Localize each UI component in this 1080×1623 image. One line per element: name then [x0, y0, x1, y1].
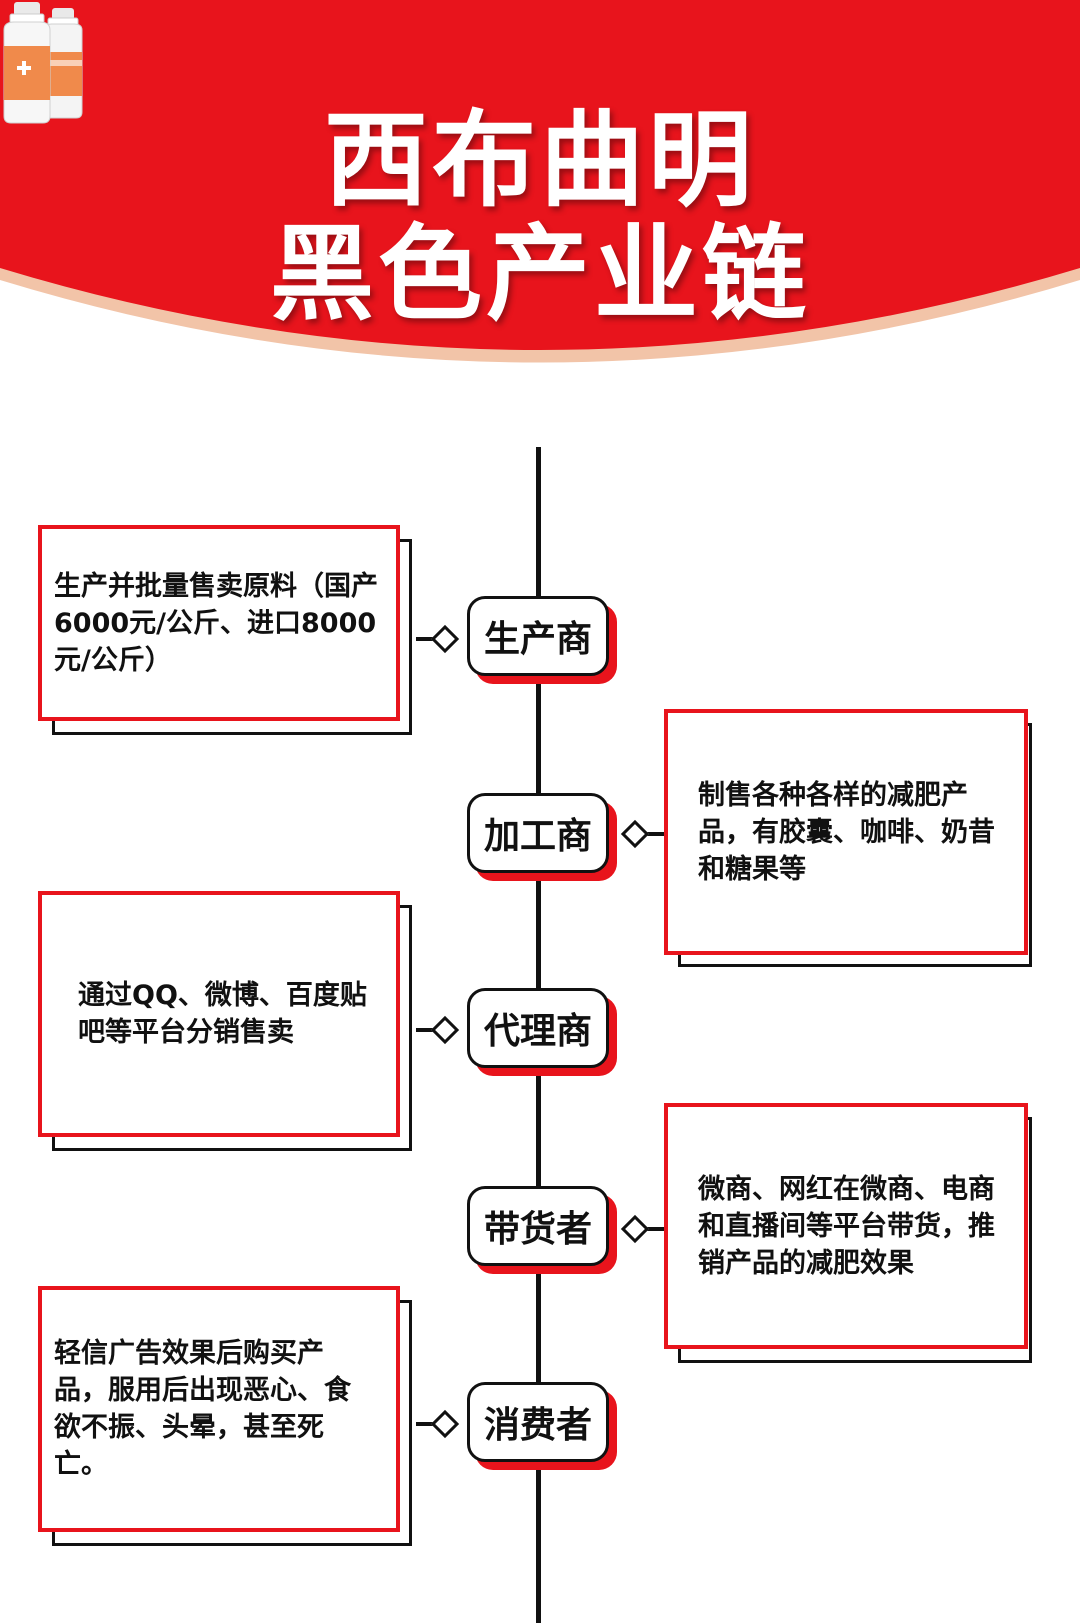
card-text: 制售各种各样的减肥产品，有胶囊、咖啡、奶昔和糖果等 [698, 779, 995, 885]
node-label: 生产商 [467, 596, 609, 676]
card-text: 通过QQ、微博、百度贴吧等平台分销售卖 [78, 980, 367, 1048]
diamond-connector-icon [620, 819, 650, 849]
medicine-bottle-icon [3, 2, 83, 124]
node-producer: 生产商 [467, 596, 617, 684]
node-seller: 带货者 [467, 1186, 617, 1274]
red-arc-background [0, 0, 1080, 363]
node-label: 带货者 [467, 1186, 609, 1266]
card-text: 轻信广告效果后购买产品，服用后出现恶心、食欲不振、头晕，甚至死亡。 [54, 1338, 351, 1480]
page-title-line2: 黑色产业链 [269, 213, 810, 335]
header-banner: 西布曲明 黑色产业链 [0, 0, 1080, 400]
card-text: 微商、网红在微商、电商和直播间等平台带货，推销产品的减肥效果 [698, 1173, 995, 1279]
node-label: 代理商 [467, 988, 609, 1068]
card-text: 生产并批量售卖原料（国产6000元/公斤、进口8000元/公斤） [54, 570, 378, 676]
page-title-line1: 西布曲明 [323, 99, 756, 221]
node-label: 消费者 [467, 1382, 609, 1462]
node-agent: 代理商 [467, 988, 617, 1076]
diamond-connector-icon [430, 1015, 460, 1045]
node-processor: 加工商 [467, 793, 617, 881]
node-consumer: 消费者 [467, 1382, 617, 1470]
diamond-connector-icon [430, 1409, 460, 1439]
diamond-connector-icon [620, 1214, 650, 1244]
diamond-connector-icon [430, 624, 460, 654]
node-label: 加工商 [467, 793, 609, 873]
